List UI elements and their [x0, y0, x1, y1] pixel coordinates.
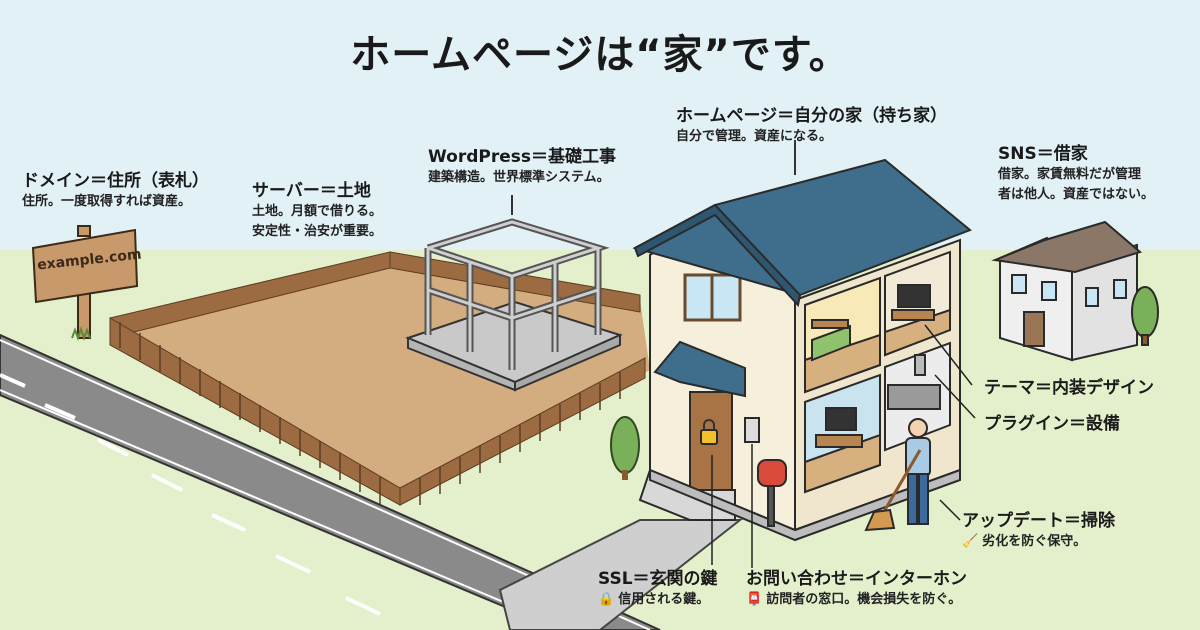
label-server-desc-1: 土地。月額で借りる。: [252, 204, 383, 219]
label-sns-desc-1: 借家。家賃無料だが管理: [998, 167, 1142, 182]
road: [0, 333, 661, 630]
label-homepage-desc: 自分で管理。資産になる。: [676, 129, 833, 144]
label-contact-desc: 訪問者の窓口。機会損失を防ぐ。: [766, 592, 962, 607]
label-contact-desc-row: 📮訪問者の窓口。機会損失を防ぐ。: [746, 590, 967, 610]
broom-icon: 🧹: [962, 534, 979, 549]
label-ssl: SSL＝玄関の鍵 🔒信用される鍵。: [598, 568, 718, 610]
tree-small: [610, 416, 640, 480]
label-theme-heading: テーマ＝内装デザイン: [984, 378, 1154, 398]
label-contact: お問い合わせ＝インターホン 📮訪問者の窓口。機会損失を防ぐ。: [746, 568, 967, 610]
label-contact-heading: お問い合わせ＝インターホン: [746, 569, 967, 589]
label-homepage-heading: ホームページ＝自分の家（持ち家）: [676, 106, 948, 126]
page-title: ホームページは“家”です。: [350, 32, 850, 78]
label-update: アップデート＝掃除 🧹劣化を防ぐ保守。: [962, 510, 1115, 552]
label-domain-desc: 住所。一度取得すれば資産。: [22, 194, 192, 209]
label-wordpress-heading: WordPress＝基礎工事: [428, 147, 616, 167]
label-sns-desc-2: 者は他人。資産ではない。: [998, 187, 1155, 202]
label-plugin: プラグイン＝設備: [984, 413, 1120, 435]
label-theme: テーマ＝内装デザイン: [984, 377, 1154, 399]
sns-rental-house: [991, 220, 1159, 362]
label-domain: ドメイン＝住所（表札） 住所。一度取得すれば資産。: [22, 170, 209, 212]
postbox: [757, 459, 787, 527]
label-domain-heading: ドメイン＝住所（表札）: [22, 171, 209, 191]
label-ssl-desc: 信用される鍵。: [618, 592, 710, 607]
label-ssl-desc-row: 🔒信用される鍵。: [598, 590, 718, 610]
label-update-desc: 劣化を防ぐ保守。: [982, 534, 1087, 549]
label-sns-heading: SNS＝借家: [998, 144, 1088, 164]
label-update-desc-row: 🧹劣化を防ぐ保守。: [962, 532, 1115, 552]
wordpress-foundation: [405, 195, 623, 392]
lock-icon: 🔒: [598, 592, 615, 607]
label-wordpress-desc: 建築構造。世界標準システム。: [428, 170, 610, 185]
sky-background: [0, 0, 1200, 250]
label-plugin-heading: プラグイン＝設備: [984, 414, 1120, 434]
label-sns: SNS＝借家 借家。家賃無料だが管理 者は他人。資産ではない。: [998, 143, 1154, 205]
leader-lines: [711, 324, 976, 568]
label-server-heading: サーバー＝土地: [252, 181, 371, 201]
domain-signpost: [31, 225, 139, 341]
person-sweeping: [864, 418, 931, 532]
label-server: サーバー＝土地 土地。月額で借りる。 安定性・治安が重要。: [252, 180, 382, 242]
label-server-desc-2: 安定性・治安が重要。: [252, 224, 383, 239]
walkway: [498, 519, 743, 630]
label-update-heading: アップデート＝掃除: [962, 511, 1115, 531]
label-homepage: ホームページ＝自分の家（持ち家） 自分で管理。資産になる。: [676, 105, 947, 147]
label-ssl-heading: SSL＝玄関の鍵: [598, 569, 718, 589]
postbox-icon: 📮: [746, 592, 763, 607]
label-wordpress: WordPress＝基礎工事 建築構造。世界標準システム。: [428, 146, 616, 188]
